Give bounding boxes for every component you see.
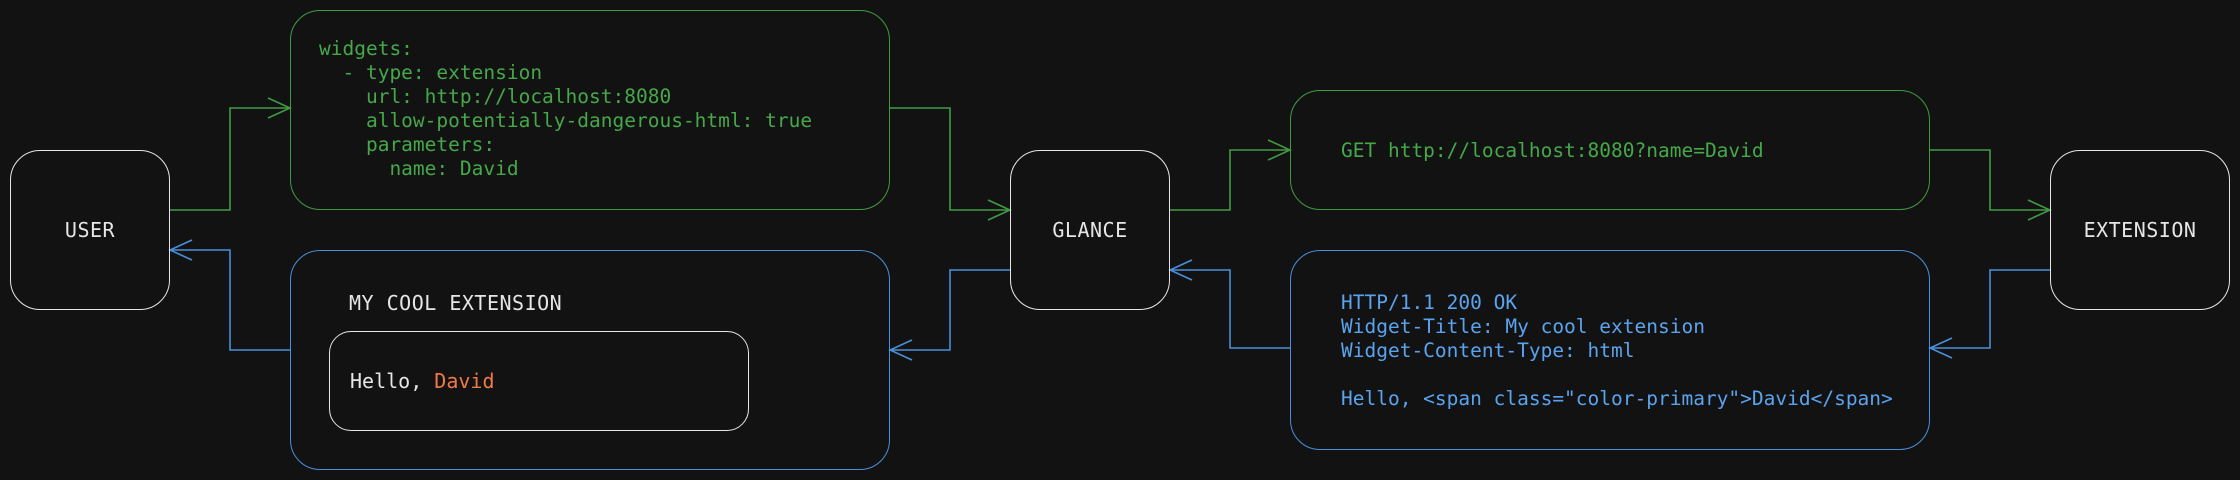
arrow-glance-to-request	[1170, 149, 1290, 211]
rendered-widget-box: MY COOL EXTENSION Hello, David	[290, 250, 890, 470]
widget-content: Hello, David	[329, 331, 749, 431]
glance-node: GLANCE	[1010, 150, 1170, 310]
request-text: GET http://localhost:8080?name=David	[1341, 139, 1764, 162]
user-node: USER	[10, 150, 170, 310]
widget-title: MY COOL EXTENSION	[349, 291, 563, 315]
response-box: HTTP/1.1 200 OK Widget-Title: My cool ex…	[1290, 250, 1930, 450]
user-label: USER	[64, 218, 116, 242]
config-yaml: widgets: - type: extension url: http://l…	[319, 37, 813, 180]
config-box: widgets: - type: extension url: http://l…	[290, 10, 890, 210]
arrow-config-to-glance	[890, 107, 1010, 211]
extension-label: EXTENSION	[2083, 218, 2197, 242]
widget-name: David	[434, 369, 495, 393]
extension-node: EXTENSION	[2050, 150, 2230, 310]
arrow-user-to-config	[170, 107, 290, 211]
arrowhead-widget	[888, 339, 913, 361]
arrow-response-to-glance	[1170, 269, 1290, 349]
glance-label: GLANCE	[1052, 218, 1128, 242]
arrow-glance-to-widget	[890, 269, 1010, 351]
arrow-extension-to-response	[1930, 269, 2050, 349]
request-box: GET http://localhost:8080?name=David	[1290, 90, 1930, 210]
widget-greeting: Hello,	[350, 369, 435, 393]
arrowhead-user	[168, 239, 193, 261]
arrowhead-glance-out	[1168, 259, 1193, 281]
arrowhead-response	[1928, 337, 1953, 359]
response-text: HTTP/1.1 200 OK Widget-Title: My cool ex…	[1341, 291, 1893, 410]
arrow-request-to-extension	[1930, 149, 2050, 211]
arrow-widget-to-user	[170, 249, 290, 351]
